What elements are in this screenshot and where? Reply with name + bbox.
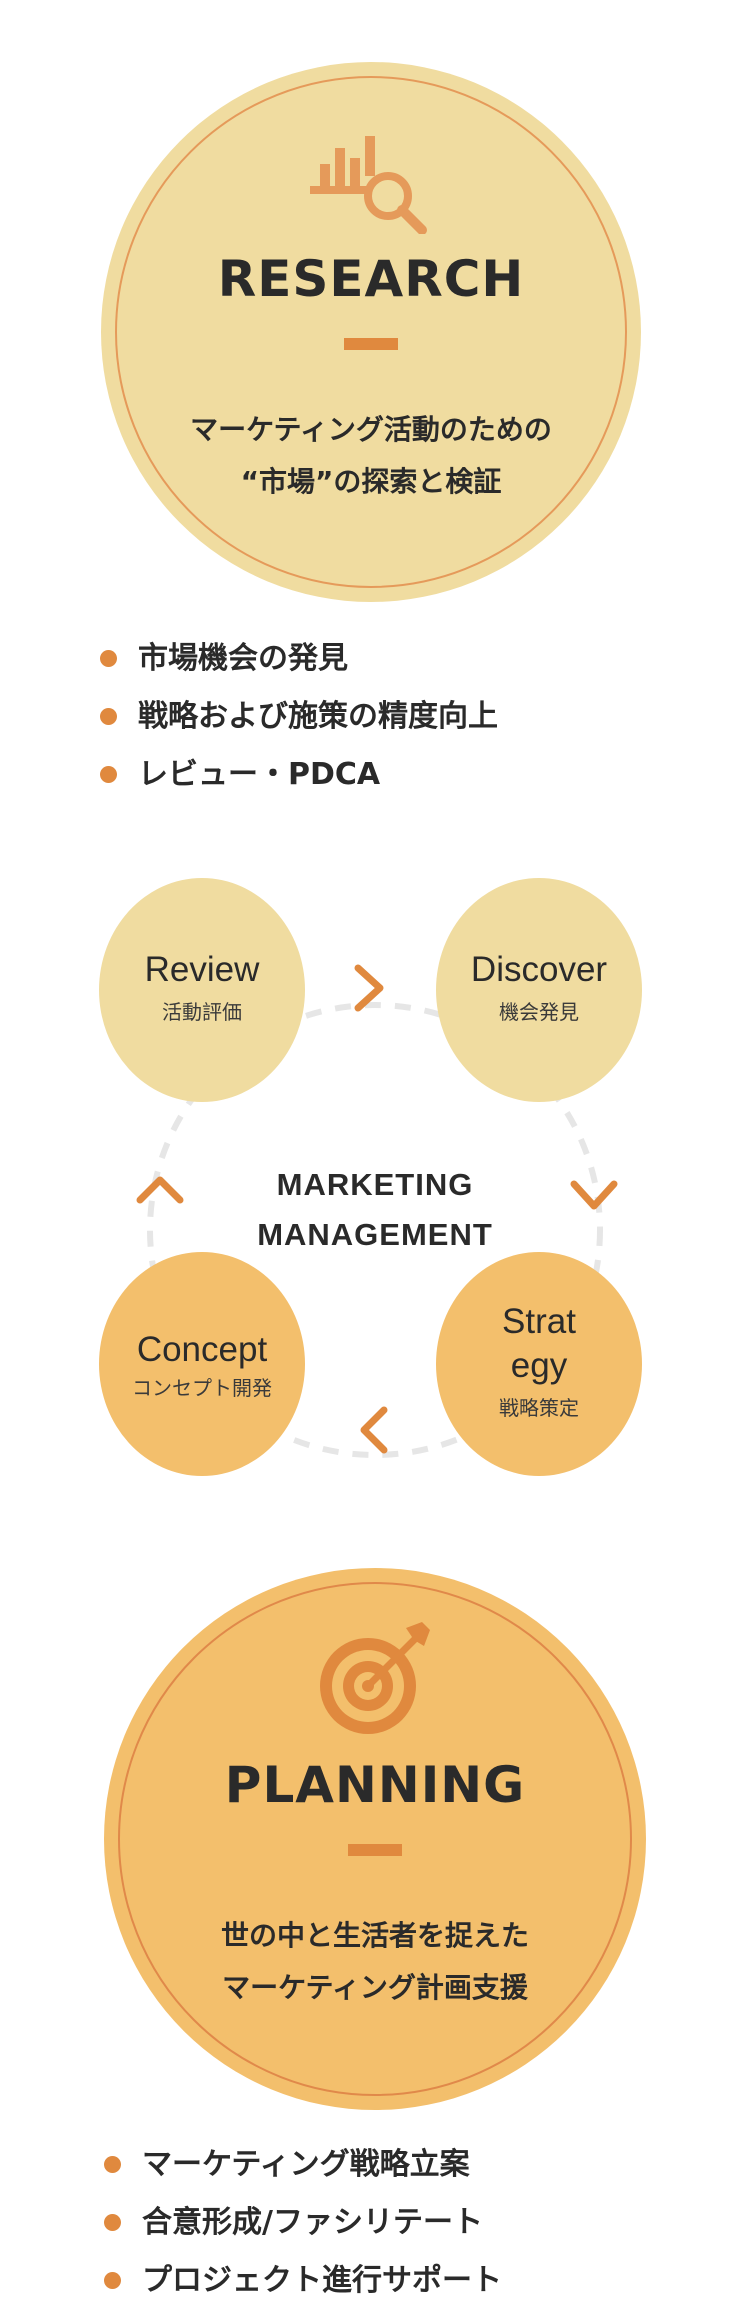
research-description-line2: “市場”の探索と検証 — [240, 465, 502, 498]
planning-point: 合意形成/ファシリテート — [104, 2194, 502, 2252]
research-title: RESEARCH — [217, 250, 525, 308]
target-icon — [320, 1622, 430, 1734]
arrow-right-icon — [354, 964, 384, 1012]
cycle-center-label: MARKETING MANAGEMENT — [257, 1167, 493, 1252]
planning-description-line2: マーケティング計画支援 — [222, 1971, 528, 2004]
research-title-underline — [344, 338, 398, 350]
cycle-node-title: Strat — [502, 1302, 576, 1341]
cycle-node-title: egy — [510, 1346, 568, 1385]
research-point-list: 市場機会の発見 戦略および施策の精度向上 レビュー・PDCA — [100, 630, 498, 804]
cycle-dashed-ring — [147, 1002, 603, 1458]
cycle-node-discover: Discover 機会発見 — [436, 878, 642, 1102]
cycle-node-subtitle: 活動評価 — [162, 1000, 242, 1024]
planning-circle: PLANNING 世の中と生活者を捉えた マーケティング計画支援 — [104, 1568, 646, 2110]
arrow-up-icon — [136, 1176, 184, 1204]
planning-description-line1: 世の中と生活者を捉えた — [220, 1919, 529, 1952]
bullet-dot — [100, 766, 117, 783]
arrow-left-icon — [360, 1406, 388, 1454]
planning-point: マーケティング戦略立案 — [104, 2136, 502, 2194]
bullet-dot — [100, 708, 117, 725]
cycle-node-title: Discover — [470, 950, 608, 989]
cycle-node-strategy: Strat egy 戦略策定 — [436, 1252, 642, 1476]
cycle-node-subtitle: 機会発見 — [499, 1000, 579, 1024]
planning-title-underline — [348, 1844, 402, 1856]
bullet-dot — [104, 2272, 121, 2289]
planning-point-list: マーケティング戦略立案 合意形成/ファシリテート プロジェクト進行サポート — [104, 2136, 502, 2310]
cycle-connector — [136, 964, 618, 1458]
bullet-dot — [104, 2156, 121, 2173]
arrow-down-icon — [570, 1180, 618, 1210]
bullet-dot — [100, 650, 117, 667]
cycle-node-title: Review — [144, 950, 260, 989]
planning-title: PLANNING — [224, 1756, 526, 1814]
research-circle-ring — [115, 76, 627, 588]
research-description-line1: マーケティング活動のための — [190, 413, 552, 446]
cycle-node-subtitle: コンセプト開発 — [132, 1376, 272, 1400]
planning-circle-ring — [118, 1582, 632, 2096]
research-description: マーケティング活動のための “市場”の探索と検証 — [141, 404, 601, 508]
research-point: 市場機会の発見 — [100, 630, 498, 688]
cycle-node-concept: Concept コンセプト開発 — [99, 1252, 305, 1476]
research-circle: RESEARCH マーケティング活動のための “市場”の探索と検証 — [101, 62, 641, 602]
cycle-node-subtitle: 戦略策定 — [499, 1396, 579, 1420]
cycle-node-title: Concept — [136, 1330, 268, 1369]
marketing-management-cycle: Review 活動評価 Discover 機会発見 Strat egy 戦略策定… — [0, 870, 750, 1510]
cycle-node-review: Review 活動評価 — [99, 878, 305, 1102]
research-point: レビュー・PDCA — [100, 746, 498, 804]
research-point: 戦略および施策の精度向上 — [100, 688, 498, 746]
bullet-dot — [104, 2214, 121, 2231]
chart-search-icon — [310, 136, 427, 234]
planning-point: プロジェクト進行サポート — [104, 2252, 502, 2310]
planning-description: 世の中と生活者を捉えた マーケティング計画支援 — [144, 1910, 606, 2014]
